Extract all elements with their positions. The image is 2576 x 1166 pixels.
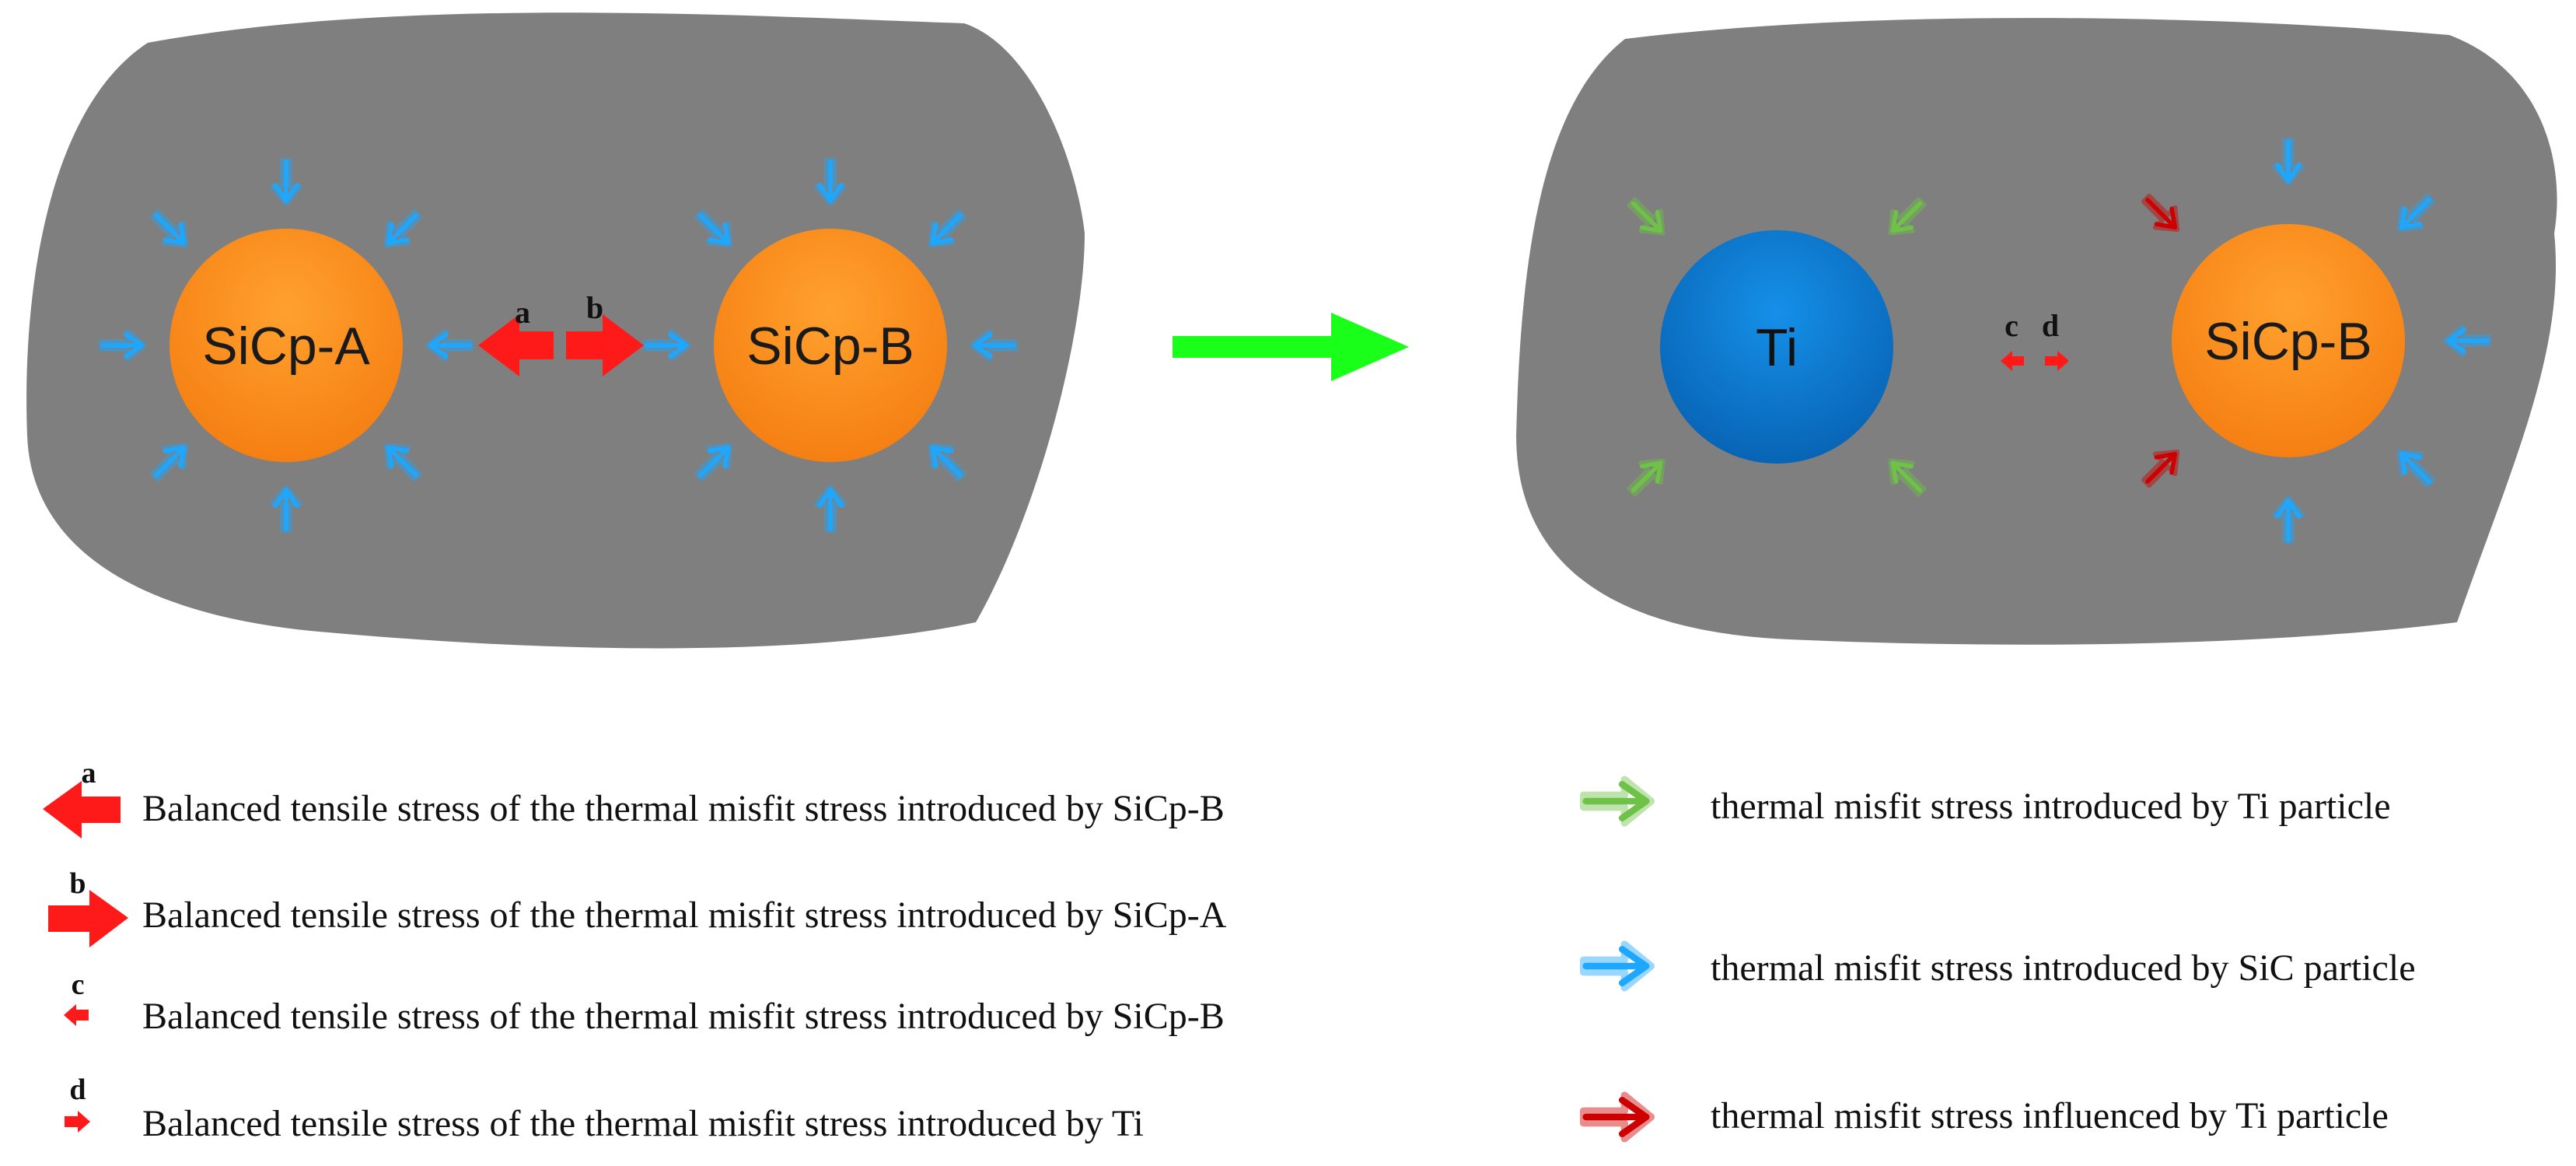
sicp-b-label-left: SiCp-B bbox=[746, 317, 914, 376]
legend-green-arrow-icon bbox=[1579, 776, 1655, 827]
legend-blue-arrow-icon bbox=[1579, 940, 1655, 992]
sicp-b-left-stress-arrow-3-icon bbox=[694, 443, 733, 481]
legend-text-c: Balanced tensile stress of the thermal m… bbox=[142, 996, 1225, 1037]
sicp-b-particle-left bbox=[714, 229, 947, 462]
stress-arrows bbox=[99, 138, 2491, 544]
sicp-a-stress-arrow-0-icon bbox=[425, 329, 474, 362]
sicp-b-right-stress-arrow-4-icon bbox=[2396, 194, 2435, 233]
legend-letter-c: c bbox=[72, 968, 85, 1001]
legend-text-sic-stress: thermal misfit stress introduced by SiC … bbox=[1711, 947, 2416, 989]
label-d: d bbox=[2042, 308, 2059, 343]
tensile-arrow-b bbox=[566, 314, 644, 376]
sicp-b-left-stress-arrow-5-icon bbox=[694, 209, 733, 248]
sicp-b-left-stress-arrow-6-icon bbox=[814, 158, 847, 206]
sicp-a-label: SiCp-A bbox=[202, 317, 370, 376]
ti-stress-arrow-0-icon bbox=[1888, 458, 1927, 497]
sicp-b-left-stress-arrow-1-icon bbox=[928, 443, 966, 481]
label-a: a bbox=[515, 295, 530, 330]
legend-text-influenced-stress: thermal misfit stress influenced by Ti p… bbox=[1711, 1095, 2389, 1136]
ti-label: Ti bbox=[1756, 318, 1798, 377]
label-c: c bbox=[2005, 308, 2019, 343]
ti-particle bbox=[1660, 230, 1893, 464]
sicp-b-right-stress-arrow-3-icon bbox=[2272, 138, 2305, 186]
sicp-b-left-stress-arrow-0-icon bbox=[970, 329, 1018, 362]
legend-arrow-d-icon bbox=[65, 1111, 90, 1133]
sicp-a-stress-arrow-1-icon bbox=[383, 443, 422, 481]
sicp-b-right-stress-arrow-1-icon bbox=[2396, 449, 2435, 488]
right-matrix-region bbox=[1516, 18, 2557, 645]
sicp-a-stress-arrow-5-icon bbox=[150, 209, 189, 248]
ti-stress-arrow-2-icon bbox=[1627, 197, 1665, 236]
legend-letter-b: b bbox=[69, 867, 86, 900]
left-matrix-region bbox=[26, 12, 1085, 649]
legend-text-ti-stress: thermal misfit stress introduced by Ti p… bbox=[1711, 786, 2391, 827]
sicp-b-particle-right bbox=[2172, 224, 2405, 457]
legend-arrow-c-icon bbox=[64, 1004, 89, 1026]
legend-letter-a: a bbox=[82, 757, 96, 790]
legend-letter-d: d bbox=[69, 1073, 86, 1106]
legend-right: thermal misfit stress introduced by Ti p… bbox=[1579, 776, 2416, 1143]
sicp-a-stress-arrow-4-icon bbox=[99, 329, 147, 362]
legend-text-d: Balanced tensile stress of the thermal m… bbox=[142, 1103, 1144, 1144]
transition-arrow-icon bbox=[1173, 313, 1409, 381]
tensile-arrow-c bbox=[2001, 351, 2024, 371]
legend-arrow-a-icon bbox=[43, 781, 121, 839]
sicp-b-left-stress-arrow-4-icon bbox=[643, 329, 691, 362]
legend-text-b: Balanced tensile stress of the thermal m… bbox=[142, 895, 1227, 936]
sicp-a-particle bbox=[170, 229, 403, 462]
ti-stress-arrow-3-icon bbox=[1888, 197, 1927, 236]
legend-left: a Balanced tensile stress of the thermal… bbox=[43, 757, 1227, 1144]
ti-stress-arrow-1-icon bbox=[1627, 458, 1665, 497]
sicp-b-influenced-arrow-1-icon bbox=[2141, 194, 2180, 233]
sicp-b-right-stress-arrow-0-icon bbox=[2443, 324, 2491, 357]
sicp-b-right-stress-arrow-2-icon bbox=[2272, 495, 2305, 544]
sicp-b-left-stress-arrow-7-icon bbox=[928, 209, 966, 248]
sicp-b-influenced-arrow-0-icon bbox=[2141, 449, 2180, 488]
legend-red-arrow-icon bbox=[1579, 1091, 1655, 1143]
sicp-a-stress-arrow-3-icon bbox=[150, 443, 189, 481]
tensile-arrow-d bbox=[2045, 351, 2069, 371]
label-b: b bbox=[586, 290, 603, 325]
tensile-arrow-a bbox=[478, 314, 554, 376]
sicp-b-left-stress-arrow-2-icon bbox=[814, 485, 847, 533]
sicp-a-stress-arrow-7-icon bbox=[383, 209, 422, 248]
legend-arrow-b-icon bbox=[48, 890, 128, 947]
sicp-a-stress-arrow-6-icon bbox=[270, 158, 302, 206]
legend-text-a: Balanced tensile stress of the thermal m… bbox=[142, 788, 1225, 829]
sicp-a-stress-arrow-2-icon bbox=[270, 485, 302, 533]
sicp-b-label-right: SiCp-B bbox=[2204, 312, 2372, 371]
